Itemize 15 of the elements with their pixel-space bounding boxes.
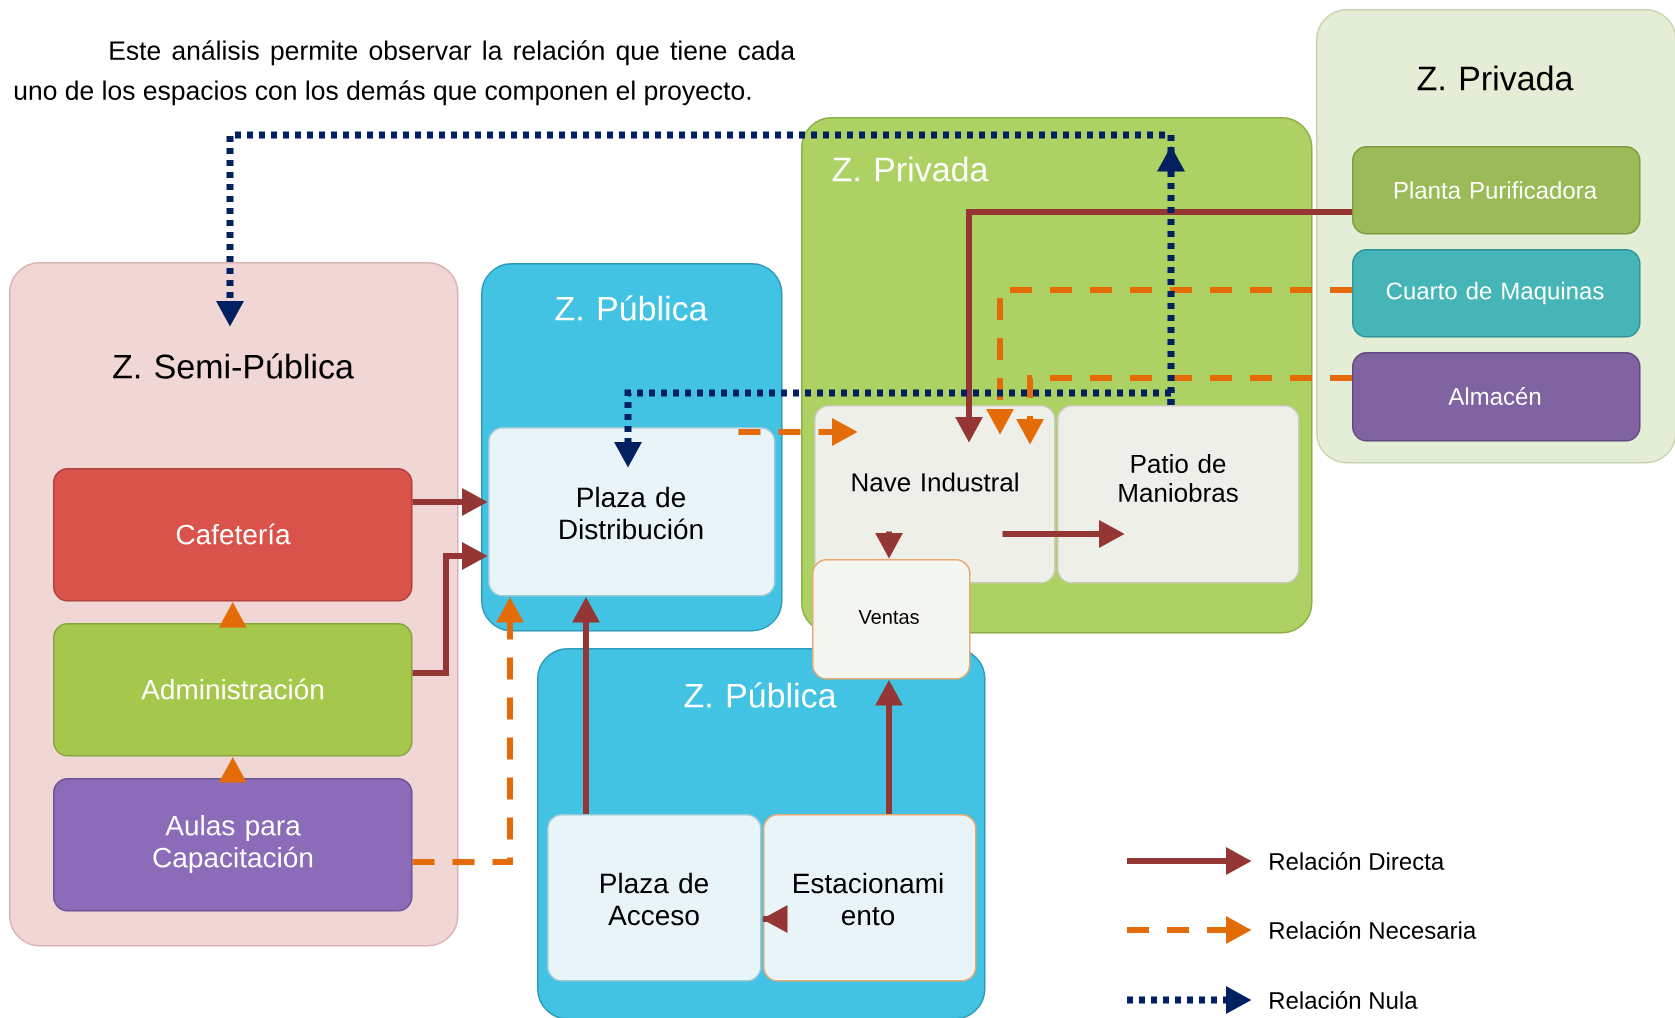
legend-label: Relación Directa: [1270, 852, 1445, 870]
room-box: Aulas para Capacitación: [53, 778, 413, 912]
room-box: Administración: [53, 623, 413, 757]
intro-paragraph: Este análisis permite observar la relación que tiene cada uno de los espacios con los demás que componen el proyecto.: [14, 40, 796, 106]
room-box: Patio de Maniobras: [1057, 405, 1300, 584]
room-box: Plaza de Distribución: [488, 427, 776, 597]
room-box: Ventas: [812, 559, 971, 680]
room-box: Cuarto de Maquinas: [1352, 249, 1641, 338]
room-box: Plaza de Acceso: [547, 814, 762, 982]
room-box: Estacionami ento: [763, 814, 977, 982]
room-box: Almacén: [1352, 352, 1641, 442]
legend-label: Relación Nula: [1270, 991, 1418, 1009]
room-box: Planta Purificadora: [1352, 146, 1641, 235]
legend-label: Relación Necesaria: [1270, 921, 1477, 939]
room-box: Cafetería: [53, 468, 413, 602]
